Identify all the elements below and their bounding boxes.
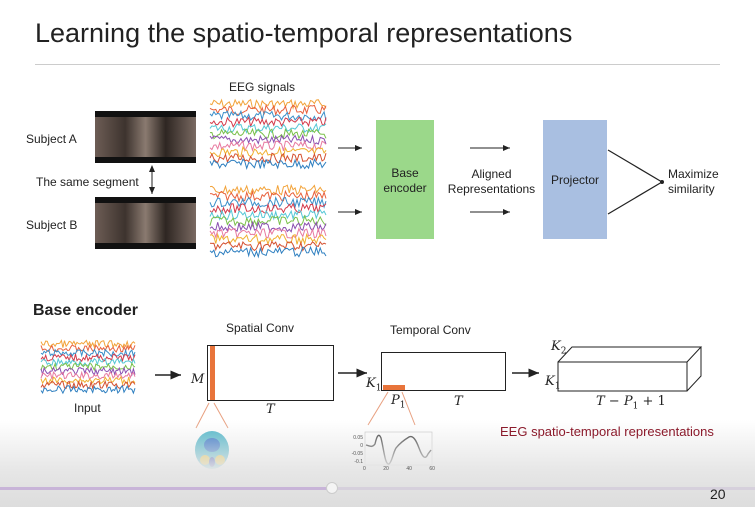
temporal-conv-box bbox=[381, 352, 506, 391]
eeg-trace bbox=[209, 220, 327, 234]
spatial-conv-box bbox=[207, 345, 334, 401]
subject-b-label: Subject B bbox=[26, 218, 78, 232]
dim-M: M bbox=[191, 372, 205, 387]
output-tensor-box bbox=[557, 346, 703, 392]
eeg-trace bbox=[209, 245, 327, 259]
slide-title: Learning the spatio-temporal representat… bbox=[35, 18, 573, 48]
maximize-similarity-label: Maximize similarity bbox=[668, 167, 719, 196]
base-encoder-label: Base encoder bbox=[383, 166, 427, 195]
dim-T-temporal: T bbox=[454, 394, 463, 409]
dim-output-length: T − P1 + 1 bbox=[596, 394, 666, 412]
spatial-conv-label: Spatial Conv bbox=[226, 321, 295, 335]
temporal-conv-label: Temporal Conv bbox=[390, 323, 471, 337]
title-divider bbox=[35, 64, 720, 65]
projector-label: Projector bbox=[550, 173, 600, 187]
dim-K1-output: K1 bbox=[545, 374, 561, 392]
similarity-line-b bbox=[607, 181, 663, 215]
eeg-trace bbox=[209, 127, 327, 140]
projector-block bbox=[543, 120, 607, 239]
eeg-trace bbox=[40, 357, 136, 367]
eeg-trace bbox=[209, 240, 327, 253]
video-frame-subject-a bbox=[95, 111, 196, 163]
eeg-trace bbox=[40, 348, 136, 359]
page-number: 20 bbox=[710, 486, 726, 502]
eeg-signals-subject-a bbox=[209, 98, 327, 170]
dim-T-spatial: T bbox=[266, 402, 275, 417]
dim-K1: K1 bbox=[366, 376, 382, 394]
eeg-trace bbox=[209, 109, 327, 122]
eeg-trace bbox=[209, 208, 327, 221]
eeg-trace bbox=[40, 375, 136, 386]
eeg-trace bbox=[209, 202, 327, 215]
player-overlay-gradient bbox=[0, 420, 755, 507]
eeg-trace bbox=[209, 152, 327, 164]
temporal-kernel bbox=[383, 385, 405, 390]
eeg-trace bbox=[209, 122, 327, 134]
eeg-trace bbox=[209, 103, 327, 117]
dim-P1: P1 bbox=[391, 393, 406, 411]
dim-K2: K2 bbox=[551, 339, 567, 357]
eeg-input-signals bbox=[40, 339, 136, 395]
progress-fill bbox=[0, 487, 333, 490]
video-frame-subject-b bbox=[95, 197, 196, 249]
subject-a-label: Subject A bbox=[26, 132, 77, 146]
eeg-trace bbox=[209, 98, 327, 111]
spatial-kernel bbox=[210, 346, 215, 400]
same-segment-label: The same segment bbox=[36, 175, 139, 189]
base-encoder-block bbox=[376, 120, 434, 239]
eeg-signals-subject-b bbox=[209, 183, 327, 259]
progress-track[interactable] bbox=[0, 487, 755, 490]
eeg-trace bbox=[209, 140, 327, 153]
eeg-trace bbox=[209, 189, 327, 203]
eeg-trace bbox=[40, 353, 136, 363]
aligned-representations-label: Aligned Representations bbox=[447, 167, 536, 196]
eeg-trace bbox=[209, 227, 327, 240]
similarity-line-a bbox=[607, 149, 663, 183]
eeg-signals-label: EEG signals bbox=[229, 80, 296, 94]
eeg-trace bbox=[40, 370, 136, 381]
output-label: EEG spatio-temporal representations bbox=[500, 424, 714, 439]
eeg-trace bbox=[209, 158, 327, 170]
progress-handle[interactable] bbox=[326, 482, 339, 494]
eeg-trace bbox=[209, 214, 327, 228]
eeg-trace bbox=[40, 384, 136, 395]
eeg-trace bbox=[40, 366, 136, 377]
input-label: Input bbox=[74, 401, 101, 415]
base-encoder-heading: Base encoder bbox=[33, 302, 138, 319]
eeg-trace bbox=[209, 145, 327, 158]
eeg-trace bbox=[40, 339, 136, 349]
